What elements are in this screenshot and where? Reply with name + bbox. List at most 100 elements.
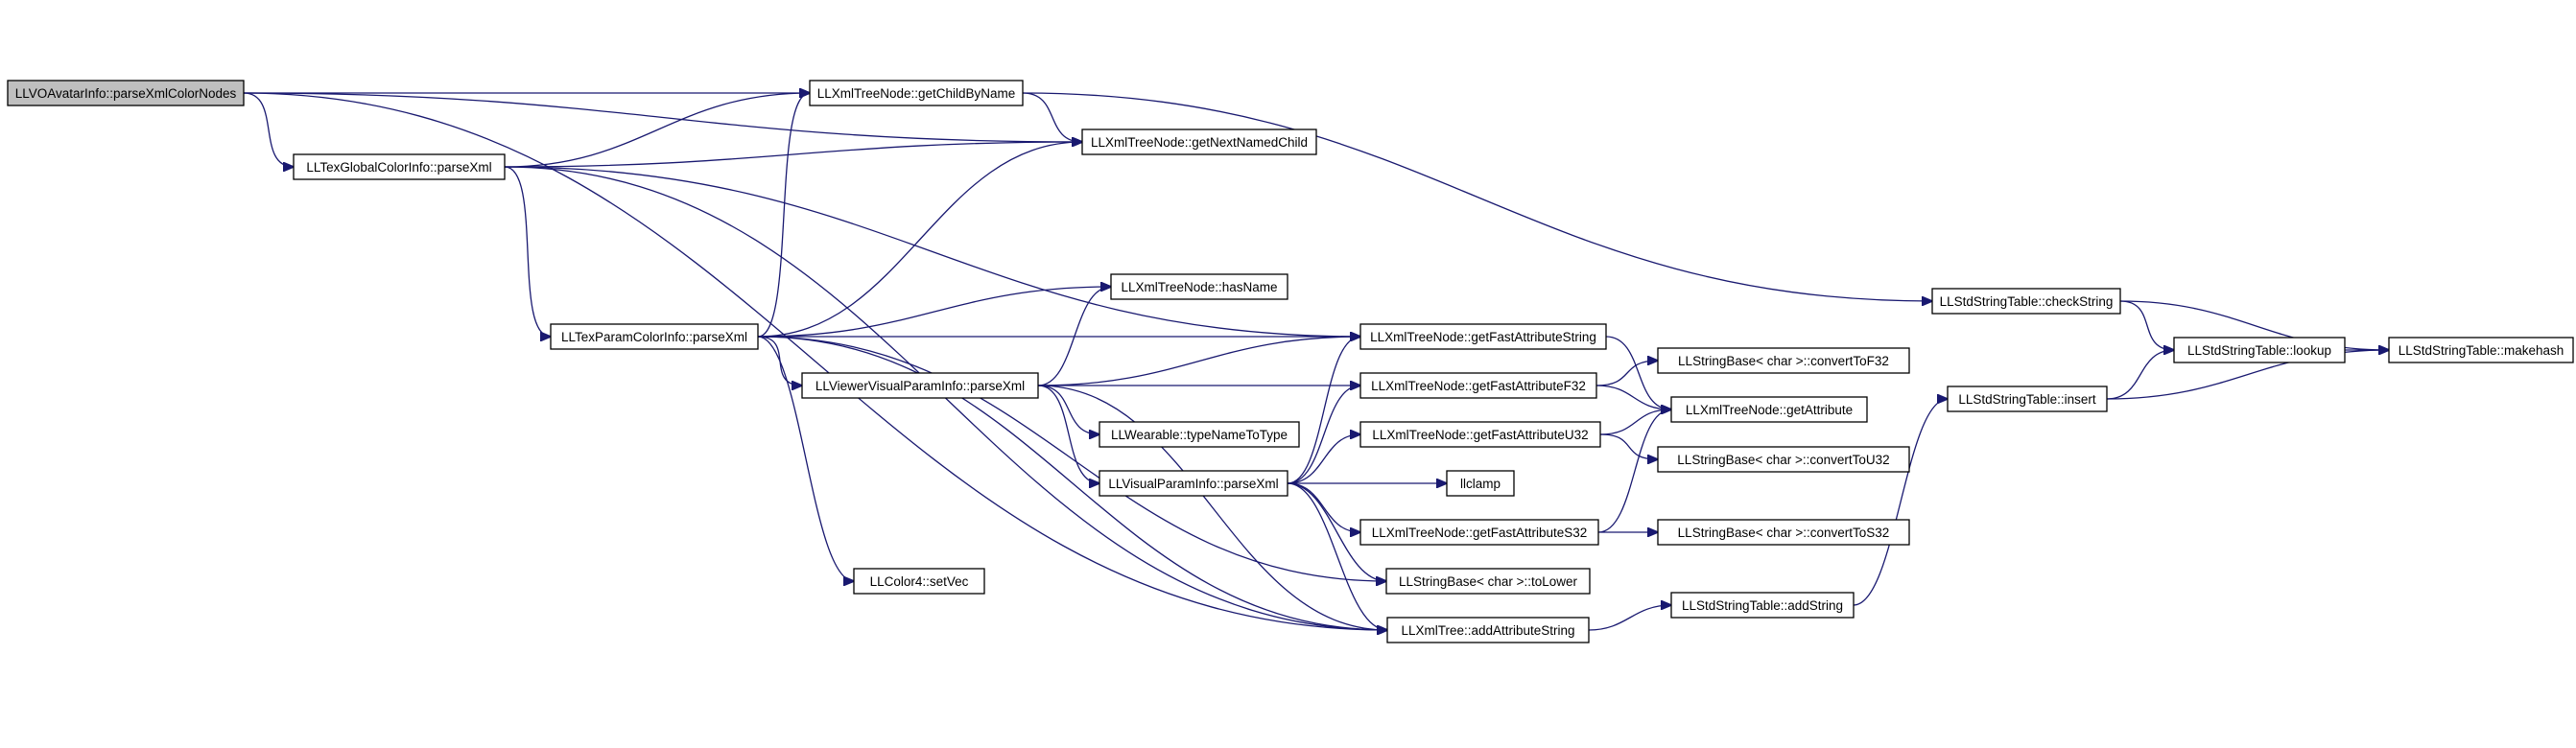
node-label: LLXmlTreeNode::hasName: [1121, 280, 1277, 294]
node-box: [1110, 273, 1288, 300]
node-get-child-by-name[interactable]: LLXmlTreeNode::getChildByName: [809, 80, 1024, 106]
node-get-attribute[interactable]: LLXmlTreeNode::getAttribute: [1670, 396, 1868, 423]
edge-get-child-by-name-to-get-next-named-child: [1022, 92, 1082, 142]
node-label: LLStdStringTable::makehash: [2399, 343, 2564, 358]
edge-viewer-visual-to-get-fast-attr-string: [1037, 337, 1360, 386]
node-box: [1359, 519, 1599, 546]
edge-visual-param-to-add-attr-string: [1287, 482, 1387, 630]
edge-viewer-visual-to-add-attr-string: [1037, 385, 1387, 630]
node-makehash[interactable]: LLStdStringTable::makehash: [2388, 337, 2574, 363]
node-label: LLStdStringTable::checkString: [1940, 294, 2114, 309]
node-box: [853, 568, 985, 595]
node-llclamp[interactable]: llclamp: [1446, 470, 1515, 497]
node-box: [1931, 288, 2121, 315]
edge-root-to-tex-global: [243, 92, 294, 167]
node-label: llclamp: [1460, 477, 1501, 491]
node-root[interactable]: LLVOAvatarInfo::parseXmlColorNodes: [7, 80, 245, 106]
node-label: LLStdStringTable::lookup: [2187, 343, 2331, 358]
node-convert-to-s32[interactable]: LLStringBase< char >::convertToS32: [1657, 519, 1910, 546]
node-visual-param[interactable]: LLVisualParamInfo::parseXml: [1099, 470, 1288, 497]
node-box: [1099, 470, 1288, 497]
edge-visual-param-to-get-fast-attr-string: [1287, 337, 1360, 484]
node-box: [1947, 386, 2108, 412]
node-label: LLTexParamColorInfo::parseXml: [561, 330, 747, 344]
edge-layer: [243, 92, 2389, 631]
node-box: [1081, 129, 1317, 155]
node-label: LLStringBase< char >::toLower: [1399, 574, 1578, 589]
node-convert-to-u32[interactable]: LLStringBase< char >::convertToU32: [1657, 446, 1910, 473]
node-label: LLXmlTreeNode::getAttribute: [1686, 403, 1853, 417]
node-tex-global[interactable]: LLTexGlobalColorInfo::parseXml: [293, 153, 506, 180]
node-box: [1359, 372, 1597, 399]
node-get-fast-attr-u32[interactable]: LLXmlTreeNode::getFastAttributeU32: [1359, 421, 1601, 448]
node-label: LLStringBase< char >::convertToU32: [1677, 453, 1889, 467]
node-box: [809, 80, 1024, 106]
edge-tex-global-to-tex-param: [504, 166, 551, 337]
edge-visual-param-to-to-lower: [1287, 482, 1386, 581]
node-label: LLStringBase< char >::convertToF32: [1678, 354, 1889, 368]
edge-tex-param-to-add-attr-string: [757, 336, 1387, 630]
edge-tex-param-to-to-lower: [757, 336, 1386, 581]
node-get-fast-attr-s32[interactable]: LLXmlTreeNode::getFastAttributeS32: [1359, 519, 1599, 546]
node-tex-param[interactable]: LLTexParamColorInfo::parseXml: [550, 323, 759, 350]
edge-insert-to-lookup: [2106, 350, 2174, 400]
edge-get-fast-attr-f32-to-convert-to-f32: [1595, 361, 1658, 386]
edge-tex-global-to-get-child-by-name: [504, 93, 810, 168]
node-box: [1657, 519, 1910, 546]
node-box: [293, 153, 506, 180]
node-lookup[interactable]: LLStdStringTable::lookup: [2173, 337, 2346, 363]
node-label: LLTexGlobalColorInfo::parseXml: [306, 160, 491, 175]
node-box: [1359, 421, 1601, 448]
edge-tex-param-to-set-vec: [757, 336, 854, 581]
edge-get-fast-attr-f32-to-get-attribute: [1595, 385, 1671, 409]
node-label: LLViewerVisualParamInfo::parseXml: [815, 379, 1025, 393]
edge-viewer-visual-to-type-name-to-type: [1037, 385, 1099, 434]
node-add-attr-string[interactable]: LLXmlTree::addAttributeString: [1386, 617, 1590, 643]
node-label: LLVOAvatarInfo::parseXmlColorNodes: [15, 86, 237, 101]
node-label: LLWearable::typeNameToType: [1111, 428, 1288, 442]
node-box: [1670, 396, 1868, 423]
node-label: LLXmlTreeNode::getFastAttributeS32: [1372, 526, 1588, 540]
edge-visual-param-to-get-fast-attr-s32: [1287, 482, 1360, 532]
node-label: LLVisualParamInfo::parseXml: [1108, 477, 1278, 491]
edge-tex-global-to-get-fast-attr-string: [504, 166, 1360, 337]
edge-tex-param-to-has-name: [757, 287, 1111, 338]
node-viewer-visual[interactable]: LLViewerVisualParamInfo::parseXml: [801, 372, 1039, 399]
edge-tex-param-to-get-next-named-child: [757, 142, 1082, 338]
edge-visual-param-to-get-fast-attr-f32: [1287, 386, 1360, 484]
edge-root-to-get-next-named-child: [243, 92, 1082, 142]
edge-get-fast-attr-s32-to-get-attribute: [1597, 409, 1671, 533]
node-get-fast-attr-string[interactable]: LLXmlTreeNode::getFastAttributeString: [1359, 323, 1607, 350]
node-add-string[interactable]: LLStdStringTable::addString: [1670, 592, 1855, 619]
edge-get-fast-attr-string-to-get-attribute: [1605, 336, 1671, 409]
node-label: LLXmlTreeNode::getNextNamedChild: [1091, 135, 1308, 150]
node-label: LLXmlTreeNode::getFastAttributeF32: [1371, 379, 1586, 393]
node-set-vec[interactable]: LLColor4::setVec: [853, 568, 985, 595]
edge-get-child-by-name-to-check-string: [1022, 92, 1932, 301]
edge-get-fast-attr-u32-to-get-attribute: [1599, 409, 1671, 435]
node-label: LLXmlTreeNode::getFastAttributeU32: [1372, 428, 1588, 442]
node-check-string[interactable]: LLStdStringTable::checkString: [1931, 288, 2121, 315]
edge-visual-param-to-get-fast-attr-u32: [1287, 434, 1360, 484]
node-get-fast-attr-f32[interactable]: LLXmlTreeNode::getFastAttributeF32: [1359, 372, 1597, 399]
edge-add-attr-string-to-add-string: [1588, 605, 1671, 631]
node-type-name-to-type[interactable]: LLWearable::typeNameToType: [1099, 421, 1300, 448]
node-box: [7, 80, 245, 106]
node-box: [1446, 470, 1515, 497]
edge-tex-global-to-get-next-named-child: [504, 142, 1082, 168]
node-box: [1657, 347, 1910, 374]
node-insert[interactable]: LLStdStringTable::insert: [1947, 386, 2108, 412]
node-label: LLXmlTree::addAttributeString: [1401, 623, 1574, 638]
node-box: [1359, 323, 1607, 350]
node-box: [1385, 568, 1591, 595]
node-convert-to-f32[interactable]: LLStringBase< char >::convertToF32: [1657, 347, 1910, 374]
node-has-name[interactable]: LLXmlTreeNode::hasName: [1110, 273, 1288, 300]
edge-check-string-to-makehash: [2119, 300, 2389, 350]
node-to-lower[interactable]: LLStringBase< char >::toLower: [1385, 568, 1591, 595]
node-box: [1099, 421, 1300, 448]
node-label: LLStdStringTable::addString: [1682, 598, 1843, 613]
edge-viewer-visual-to-has-name: [1037, 287, 1111, 386]
node-get-next-named-child[interactable]: LLXmlTreeNode::getNextNamedChild: [1081, 129, 1317, 155]
node-label: LLXmlTreeNode::getFastAttributeString: [1370, 330, 1596, 344]
